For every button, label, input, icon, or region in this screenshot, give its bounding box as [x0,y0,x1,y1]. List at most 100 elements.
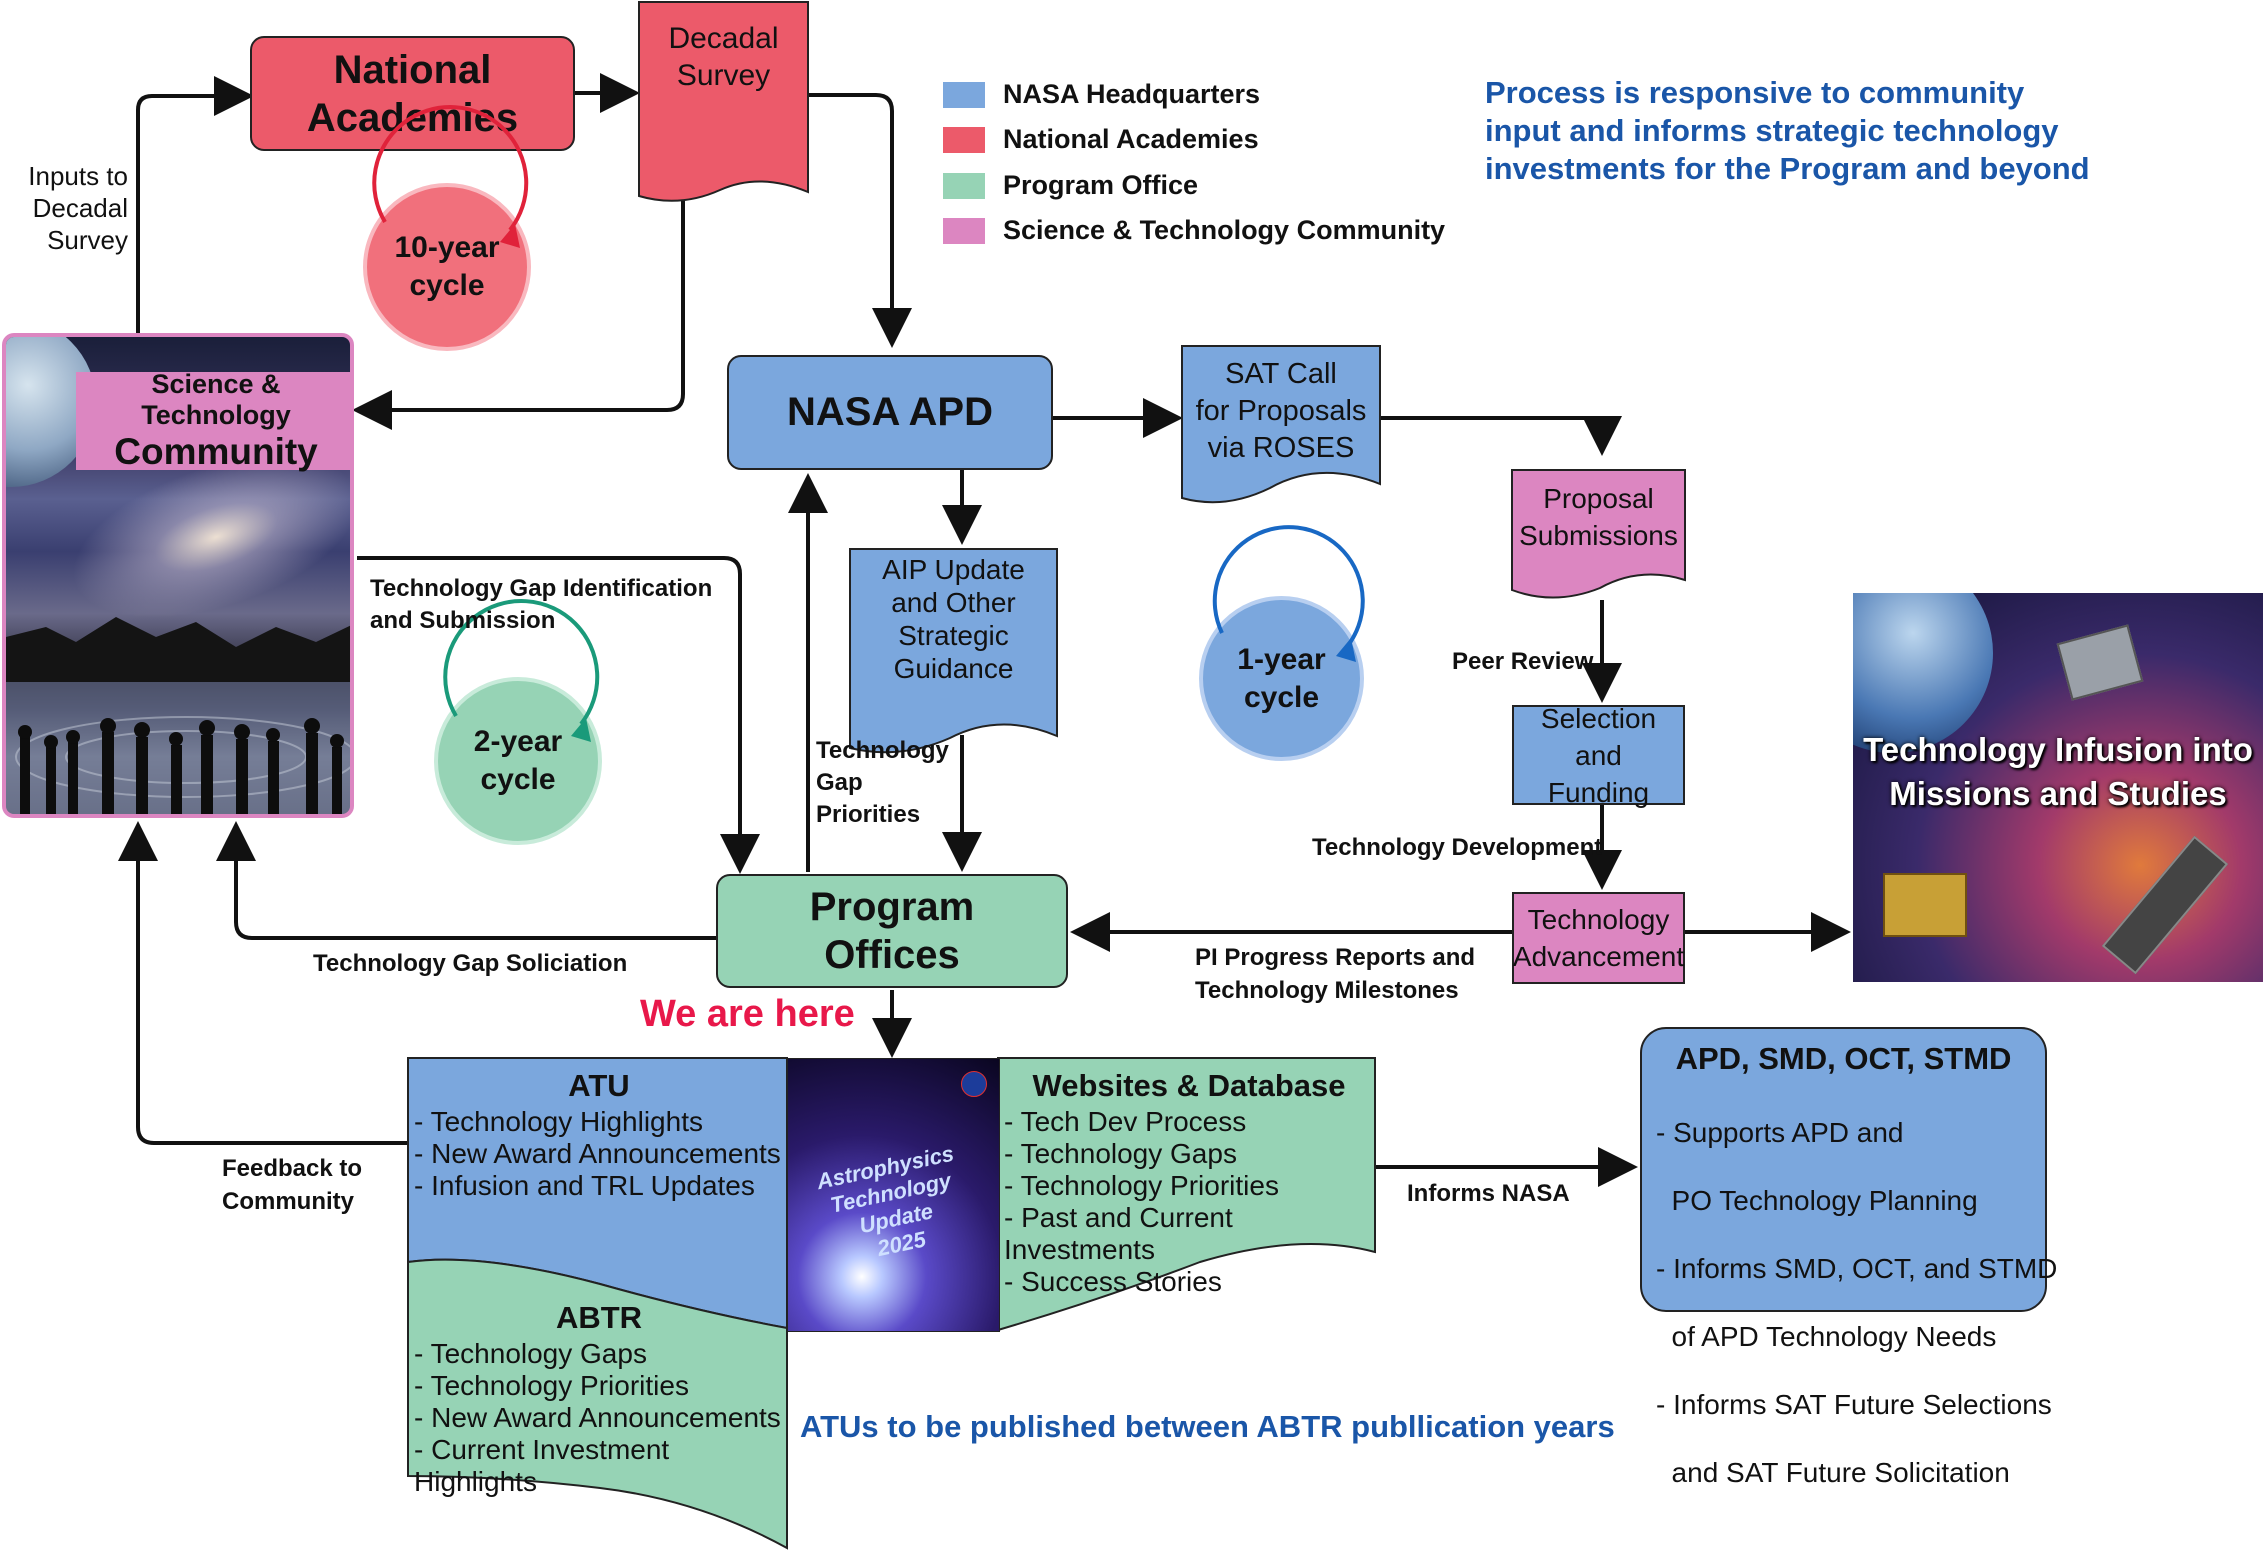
edge-label: Feedback to [222,1155,363,1182]
list-item: - Infusion and TRL Updates [414,1170,755,1201]
satellite-icon [2056,624,2144,701]
cycle-label: cycle [480,763,556,796]
node-label: Guidance [893,653,1014,684]
sat-call-text: SAT Call for Proposals via ROSES [1182,356,1380,467]
ten-year-cycle: 10-year cycle [363,183,531,351]
nasa-logo-icon [961,1071,987,1097]
edge-label: Inputs to [28,161,128,191]
feedback-label: Feedback to Community [222,1152,362,1218]
list-item: - Past and Current Investments [1004,1202,1233,1265]
edge-label: Priorities [816,801,921,828]
arrow-sat-to-proposal [1380,416,1622,456]
arrow-decadal-to-community [352,190,685,430]
atu-cover-image: Astrophysics Technology Update 2025 [787,1058,1000,1332]
node-label: Decadal [668,22,779,55]
legend-label: Program Office [1003,170,1199,200]
node-label: Survey [676,59,771,92]
node-label: Proposal [1543,483,1654,514]
edge-label: Technology Gap Identification [370,575,713,602]
decadal-survey-text: Decadal Survey [639,20,808,94]
node-label: Academies [306,95,519,140]
node-label: Selection and [1540,702,1657,771]
legend-item-nasa-hq: NASA Headquarters [943,79,1260,110]
node-label: for Proposals [1195,395,1367,427]
node-label: Submissions [1519,520,1678,551]
informs-nasa-label: Informs NASA [1407,1180,1570,1207]
legend-swatch [943,217,985,244]
legend-swatch [943,126,985,153]
list-item: and SAT Future Solicitation [1656,1457,2010,1488]
node-label: Science & Technology [141,369,291,430]
list-item: - Informs SAT Future Selections [1656,1389,2052,1420]
list-item: - Informs SMD, OCT, and STMD [1656,1253,2058,1284]
infusion-caption: Technology Infusion into Missions and St… [1853,728,2263,816]
node-label: Community [114,431,318,472]
tech-gap-id-label: Technology Gap Identification and Submis… [370,573,712,637]
list-item: - Technology Highlights [414,1106,703,1137]
apd-smd-list: - Supports APD and PO Technology Plannin… [1656,1081,2058,1525]
legend-label: NASA Headquarters [1003,79,1261,109]
edge-label: Survey [47,225,128,255]
atu-content: ATU - Technology Highlights - New Award … [414,1068,784,1202]
cover-title: Astrophysics Technology Update 2025 [788,1133,999,1279]
websites-content: Websites & Database - Tech Dev Process -… [1004,1068,1374,1298]
apd-smd-title: APD, SMD, OCT, STMD [1675,1041,2012,1076]
list-item: - Technology Gaps [1004,1138,1237,1169]
edge-label: Gap [816,769,863,796]
arrow-community-to-po [357,556,760,874]
node-label: NASA APD [787,390,993,434]
cycle-label: 10-year [394,231,500,264]
node-label: SAT Call [1225,358,1337,390]
list-item: - Success Stories [1004,1266,1222,1297]
telescope-icon [2101,835,2229,975]
abtr-list: - Technology Gaps - Technology Prioritie… [414,1338,784,1498]
node-label: National [333,47,492,92]
spacecraft-icon [1883,873,1967,937]
arrow-community-to-academies [136,76,254,333]
list-item: - New Award Announcements [414,1138,781,1169]
footer-note: ATUs to be published between ABTR publli… [800,1409,1615,1444]
apd-smd-box: APD, SMD, OCT, STMD - Supports APD and P… [1640,1027,2057,1488]
aip-update-text: AIP Update and Other Strategic Guidance [850,553,1057,685]
inputs-decadal-label: Inputs to Decadal Survey [18,160,128,256]
cycle-label: 1-year [1237,642,1326,676]
websites-title: Websites & Database [1032,1068,1346,1103]
proposal-text: Proposal Submissions [1512,480,1685,554]
tech-gap-priorities-label: Technology Gap Priorities [816,735,949,831]
headline-line: input and informs strategic technology [1485,113,2059,148]
list-item: - New Award Announcements [414,1402,781,1433]
list-item: - Technology Gaps [414,1338,647,1369]
cycle-label: cycle [1243,680,1320,714]
tech-gap-solicitation-label: Technology Gap Soliciation [313,950,628,977]
two-year-cycle: 2-year cycle [434,677,602,845]
list-item: - Tech Dev Process [1004,1106,1247,1137]
node-label: Technology [1527,904,1670,935]
headline-line: investments for the Program and beyond [1485,151,2090,186]
node-label: and Other [891,587,1016,618]
tech-advancement-box: Technology Advancement [1512,892,1685,984]
legend-label: National Academies [1003,124,1259,154]
arrow-po-to-community [216,821,716,940]
node-label: Offices [824,933,960,977]
node-label: AIP Update [882,554,1025,585]
mountain-silhouette [6,617,350,814]
national-academies-box: National Academies [250,36,575,151]
atu-title: ATU [568,1068,630,1103]
atu-list: - Technology Highlights - New Award Anno… [414,1106,784,1202]
program-offices-box: Program Offices [716,874,1068,988]
selection-funding-box: Selection and Funding [1512,703,1685,808]
peer-review-label: Peer Review [1452,648,1594,675]
legend-item-community: Science & Technology Community [943,215,1445,246]
list-item: - Supports APD and [1656,1117,1904,1148]
node-label: Advancement [1512,941,1685,972]
nasa-apd-box: NASA APD [727,355,1053,470]
headline: Process is responsive to community input… [1485,74,2090,188]
node-label: Strategic [898,620,1009,651]
edge-label: Technology Milestones [1195,977,1459,1004]
node-label: Technology Infusion into [1863,731,2253,768]
legend-item-program-office: Program Office [943,170,1198,201]
community-image: Science & Technology Community [2,333,354,818]
abtr-title: ABTR [555,1300,643,1335]
arrow-feedback-to-community [118,821,408,1145]
